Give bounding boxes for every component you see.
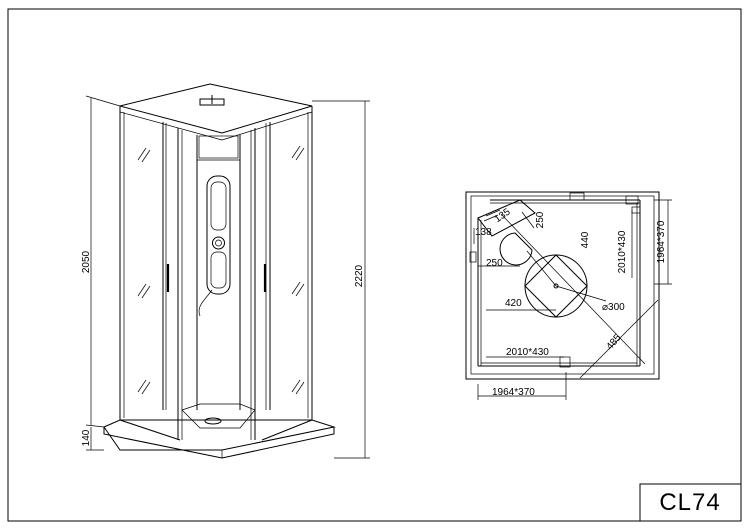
seat-dim-2-label: 250: [486, 258, 503, 269]
front-view: 2050 140 2220: [81, 83, 370, 459]
roof-outline: [119, 83, 313, 134]
dim-440-label: 440: [580, 231, 591, 248]
shower-panel: [198, 175, 231, 317]
corner-dim-a-label: 135: [493, 206, 513, 225]
plan-corner-panel: [477, 199, 536, 237]
model-label: CL74: [659, 489, 720, 516]
panel-front-label: 2010*430: [506, 347, 549, 358]
plan-view: 135 138 250 250 440 420 ⌀300 485 2010*43…: [465, 191, 672, 400]
plan-tray-outline: [465, 191, 660, 380]
drain-icon: [204, 417, 222, 425]
corner-dim-b-label: 138: [475, 227, 492, 238]
bottom-overall-label: 1964*370: [492, 387, 535, 398]
seat-dim-1-label: 250: [535, 211, 546, 228]
right-overall-label: 1964*370: [656, 220, 667, 263]
dim-485-label: 485: [605, 332, 624, 352]
panel-side-label: 2010*430: [617, 230, 628, 273]
dim-420-label: 420: [505, 298, 522, 309]
drawing-border: [7, 8, 742, 522]
glass-reflection-marks: [137, 145, 305, 395]
roof-light-icon: [199, 95, 225, 106]
title-block: [639, 483, 742, 522]
cabin-height-label: 2050: [81, 250, 92, 273]
total-height-label: 2220: [354, 264, 365, 287]
tray-height-label: 140: [81, 429, 92, 446]
plan-seat: [499, 232, 533, 266]
drain-diameter-label: ⌀300: [602, 302, 625, 313]
